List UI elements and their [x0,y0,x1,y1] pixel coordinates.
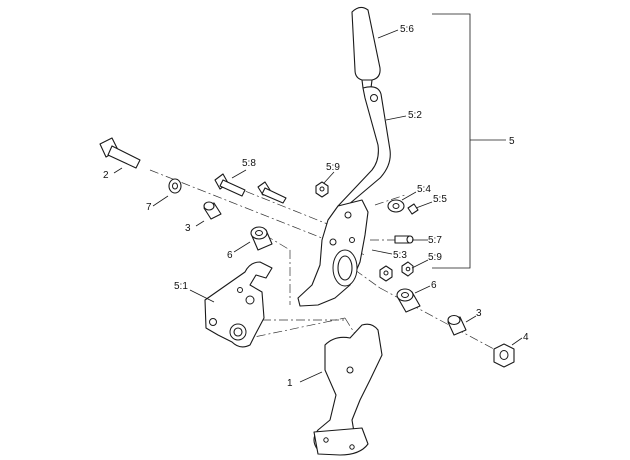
callout-5-7: 5:7 [428,235,442,246]
bolt-2 [99,137,141,169]
callout-5-1: 5:1 [174,281,188,292]
callout-5-3: 5:3 [393,250,407,261]
spacer-3-right [447,314,467,336]
leader-lines [113,13,523,383]
callout-2: 2 [103,170,109,181]
callout-5-8: 5:8 [242,158,256,169]
callout-6-left: 6 [227,250,233,261]
bolt-5-8-b [257,181,287,204]
callout-5-9-upper: 5:9 [326,162,340,173]
handle-grip [351,6,381,89]
bolt-5-5 [407,203,419,215]
callout-5-2: 5:2 [408,110,422,121]
callout-5-6: 5:6 [400,24,414,35]
pivot-bracket [204,261,273,348]
callout-5-5: 5:5 [433,194,447,205]
callout-7: 7 [146,202,152,213]
callout-5: 5 [509,136,515,147]
callout-4: 4 [523,332,529,343]
callout-1: 1 [287,378,293,389]
control-lever [337,86,391,207]
pin-5-7 [394,235,414,244]
nut-5-9-lower [379,265,393,282]
bushing-6-right [396,288,421,313]
callout-labels: 1 2 3 3 4 5 5:1 5:2 5:3 5:4 5:5 5:6 5:7 … [103,24,529,389]
callout-6-right: 6 [431,280,437,291]
nut-5-9-upper [315,181,329,198]
bushing-5-4 [387,199,405,213]
callout-3-right: 3 [476,308,482,319]
callout-5-9-lower: 5:9 [428,252,442,263]
callout-3-left: 3 [185,223,191,234]
bolt-5-8-a [214,173,246,197]
lever-plate [297,199,369,307]
spacer-3-left [203,201,222,220]
nut-5-9-right [401,261,414,277]
callout-5-4: 5:4 [417,184,431,195]
bushing-6-left [250,226,273,251]
locknut-4 [493,343,515,368]
washer-7 [168,178,182,194]
base-bracket [313,323,383,456]
